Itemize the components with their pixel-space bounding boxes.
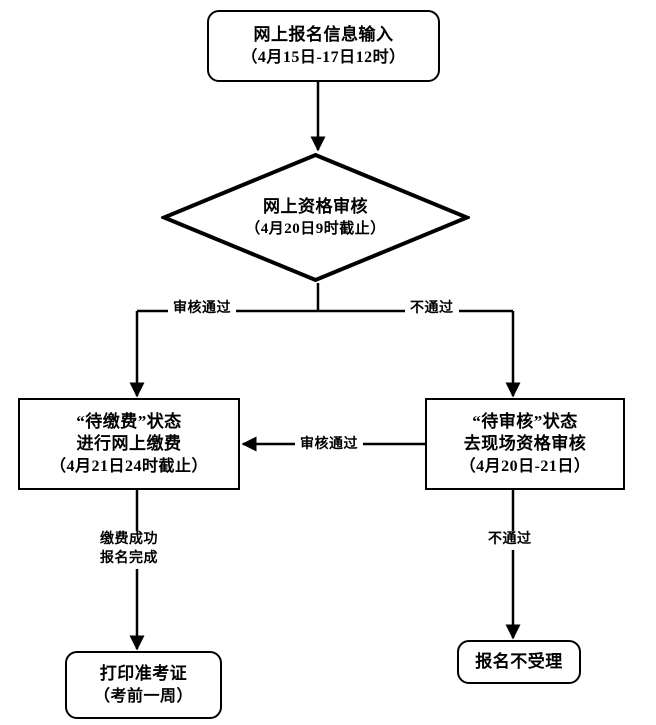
edge-label-paid-line1: 缴费成功 — [100, 532, 158, 547]
node-ticket-line2: （考前一周） — [93, 687, 193, 705]
node-pay-line1: “待缴费”状态 — [76, 412, 182, 431]
node-review-line3: （4月20日-21日） — [459, 457, 591, 475]
node-start-line1: 网上报名信息输入 — [253, 25, 394, 45]
node-pay-line3: （4月21日24时截止） — [49, 457, 208, 475]
node-start-line2: （4月15日-17日12时） — [241, 48, 406, 66]
node-pending-review-status[interactable]: “待审核”状态 去现场资格审核 （4月20日-21日） — [425, 398, 625, 490]
node-decision-text: 网上资格审核 （4月20日9时截止） — [161, 152, 470, 283]
edge-label-review-passed-middle: 审核通过 — [295, 436, 363, 455]
node-ticket-line1: 打印准考证 — [99, 664, 188, 684]
edge-label-review-passed-left: 审核通过 — [168, 300, 236, 319]
edge-label-not-passed-right: 不通过 — [405, 300, 459, 319]
node-decision-line1: 网上资格审核 — [263, 197, 368, 217]
node-online-qualification-review[interactable]: 网上资格审核 （4月20日9时截止） — [161, 152, 470, 283]
node-decision-line2: （4月20日9时截止） — [245, 220, 386, 237]
node-reject-line1: 报名不受理 — [475, 651, 563, 671]
edge-label-payment-success: 缴费成功 报名完成 — [95, 531, 163, 569]
node-review-line2: 去现场资格审核 — [463, 434, 587, 454]
edge-label-not-passed-bottom: 不通过 — [483, 531, 537, 550]
node-pending-payment-status[interactable]: “待缴费”状态 进行网上缴费 （4月21日24时截止） — [18, 398, 240, 490]
edge-label-paid-line2: 报名完成 — [100, 550, 158, 566]
node-review-line1: “待审核”状态 — [472, 412, 578, 431]
node-online-registration-input[interactable]: 网上报名信息输入 （4月15日-17日12时） — [207, 10, 440, 82]
node-pay-line2: 进行网上缴费 — [76, 434, 182, 454]
node-registration-not-accepted[interactable]: 报名不受理 — [457, 640, 581, 684]
node-print-admission-ticket[interactable]: 打印准考证 （考前一周） — [65, 651, 222, 719]
diamond-shape — [161, 152, 470, 283]
